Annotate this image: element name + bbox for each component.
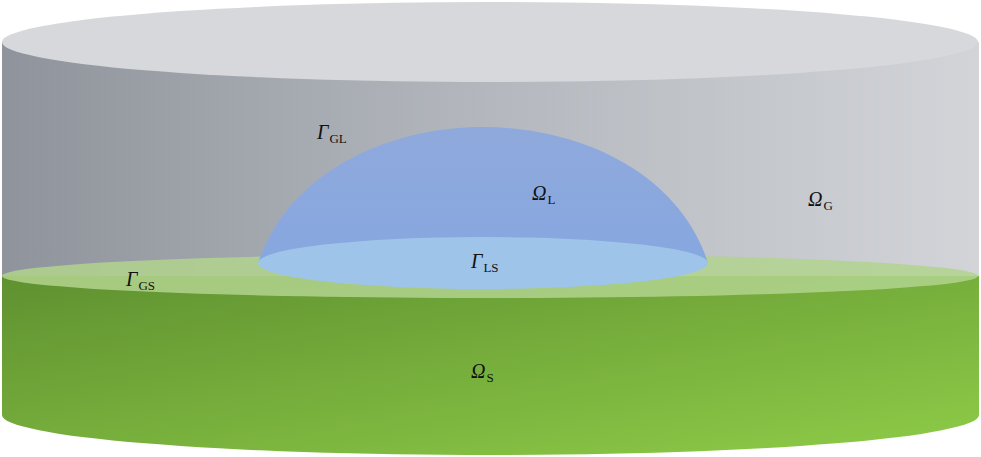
domain-symbol: Γ: [126, 269, 137, 289]
subscript: S: [486, 371, 493, 384]
liquid-solid-interface: [258, 237, 708, 289]
domain-symbol: Ω: [532, 183, 546, 203]
subscript: LS: [483, 261, 498, 274]
subscript: L: [547, 193, 555, 206]
subscript: GS: [138, 279, 155, 292]
domain-symbol: Ω: [808, 189, 822, 209]
gas-top: [2, 2, 978, 82]
domain-symbol: Γ: [471, 251, 482, 271]
subscript: GL: [329, 132, 346, 145]
domain-symbol: Ω: [471, 361, 485, 381]
subscript: G: [823, 199, 832, 212]
solid-domain: [2, 276, 979, 455]
domain-symbol: Γ: [317, 122, 328, 142]
